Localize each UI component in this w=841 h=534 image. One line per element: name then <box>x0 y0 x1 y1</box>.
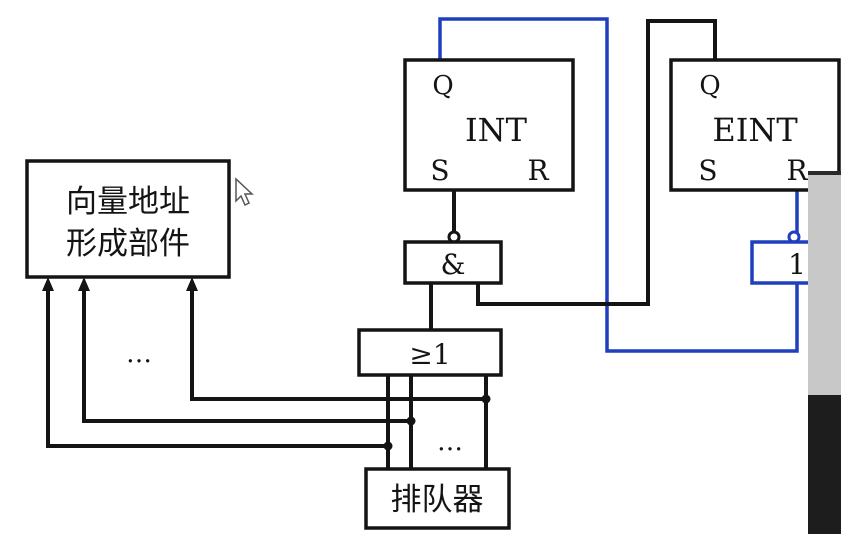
arrow-up-icon <box>42 277 54 291</box>
ellipsis-left: … <box>126 339 152 369</box>
arrow-up-icon <box>186 277 198 291</box>
int-q-feedback-wire <box>438 17 799 353</box>
int-name-label: INT <box>465 111 528 149</box>
or-gate-label: ≥1 <box>409 338 450 371</box>
vector-address-block <box>25 159 231 279</box>
eint-name-label: EINT <box>712 111 798 149</box>
pointer-arrow-icon <box>235 177 254 207</box>
queue-block <box>364 467 511 530</box>
junction-dot <box>481 394 491 404</box>
video-overlay-edge <box>808 395 841 534</box>
int-flip-flop <box>403 58 575 192</box>
vector-line-1 <box>46 288 388 448</box>
queue-label: 排队器 <box>391 482 484 518</box>
vector-line-2 <box>82 288 411 423</box>
vector-address-label-line2: 形成部件 <box>66 226 190 262</box>
video-overlay-light <box>808 175 841 395</box>
or-gate <box>357 328 503 377</box>
vector-address-label-line1: 向量地址 <box>66 184 190 220</box>
eint-q-label: Q <box>699 71 720 101</box>
junction-dot <box>406 416 416 426</box>
vector-line-3 <box>190 288 486 401</box>
and-gate <box>403 240 503 285</box>
eint-r-label: R <box>786 154 808 187</box>
int-r-label: R <box>527 154 549 187</box>
junction-dot <box>383 441 393 451</box>
ellipsis-right: … <box>437 427 463 457</box>
eint-flip-flop <box>669 58 841 192</box>
int-s-label: S <box>430 154 449 187</box>
not-gate-label: 1 <box>788 248 806 281</box>
eint-q-wire <box>476 19 717 306</box>
int-q-label: Q <box>432 71 453 101</box>
arrow-up-icon <box>78 277 90 291</box>
eint-s-label: S <box>698 154 717 187</box>
and-gate-label: & <box>441 248 466 281</box>
